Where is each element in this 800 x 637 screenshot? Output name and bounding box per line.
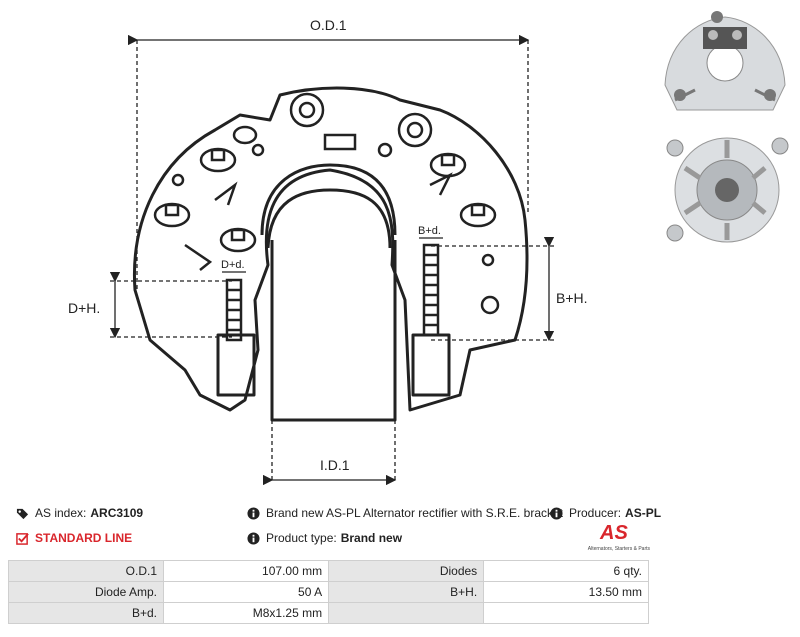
standard-line: STANDARD LINE (16, 531, 132, 545)
id-label: I.D.1 (320, 457, 350, 473)
description-text: Brand new AS-PL Alternator rectifier wit… (266, 506, 564, 520)
dd-label: D+d. (221, 259, 245, 271)
as-index: AS index: ARC3109 (16, 506, 143, 520)
bd-label: B+d. (418, 225, 441, 237)
rectifier-outline (132, 86, 529, 412)
bh-label: B+H. (556, 290, 588, 306)
tags-icon (16, 508, 29, 519)
producer-label: Producer: (569, 506, 622, 520)
spec-value: M8x1.25 mm (162, 602, 330, 624)
spec-value: 13.50 mm (483, 581, 649, 603)
table-row: B+d. M8x1.25 mm (8, 602, 649, 624)
spec-key: B+H. (328, 581, 485, 603)
spec-key: Diodes (328, 560, 485, 582)
as-index-label: AS index: (35, 506, 87, 520)
table-row: Diode Amp. 50 A B+H. 13.50 mm (8, 581, 649, 603)
as-logo: AS Alternators, Starters & Parts (580, 522, 650, 554)
spec-table: O.D.1 107.00 mm Diodes 6 qty. Diode Amp.… (8, 560, 649, 624)
dh-label: D+H. (68, 300, 100, 316)
table-row: O.D.1 107.00 mm Diodes 6 qty. (8, 560, 649, 582)
spec-value (483, 602, 649, 624)
product-type-value: Brand new (340, 531, 403, 545)
logo-text: AS (600, 522, 628, 544)
logo-tagline: Alternators, Starters & Parts (587, 546, 650, 552)
spec-key: B+d. (8, 602, 164, 624)
product-photo-top (664, 11, 786, 111)
producer-value: AS-PL (625, 506, 662, 520)
producer: Producer: AS-PL (550, 506, 661, 520)
inner-bore (260, 163, 397, 236)
spec-key: O.D.1 (8, 560, 164, 582)
spec-key: Diode Amp. (8, 581, 164, 603)
info-icon (550, 506, 563, 520)
info-icon (247, 506, 260, 520)
spec-value: 50 A (162, 581, 330, 603)
info-icon (247, 531, 260, 545)
product-type: Product type: Brand new (247, 531, 402, 545)
rectifier-technical-drawing: O.D.1 I.D.1 D+H. B+H. D+d. B+d. (68, 17, 588, 486)
od-label: O.D.1 (310, 17, 347, 33)
product-type-label: Product type: (266, 531, 337, 545)
standard-line-text: STANDARD LINE (35, 531, 133, 545)
product-photo-bottom (666, 137, 789, 243)
as-index-value: ARC3109 (90, 506, 144, 520)
spec-value: 6 qty. (483, 560, 649, 582)
spec-key (328, 602, 485, 624)
description: Brand new AS-PL Alternator rectifier wit… (247, 506, 563, 520)
spec-value: 107.00 mm (162, 560, 330, 582)
checkbox-checked-icon (16, 532, 29, 545)
